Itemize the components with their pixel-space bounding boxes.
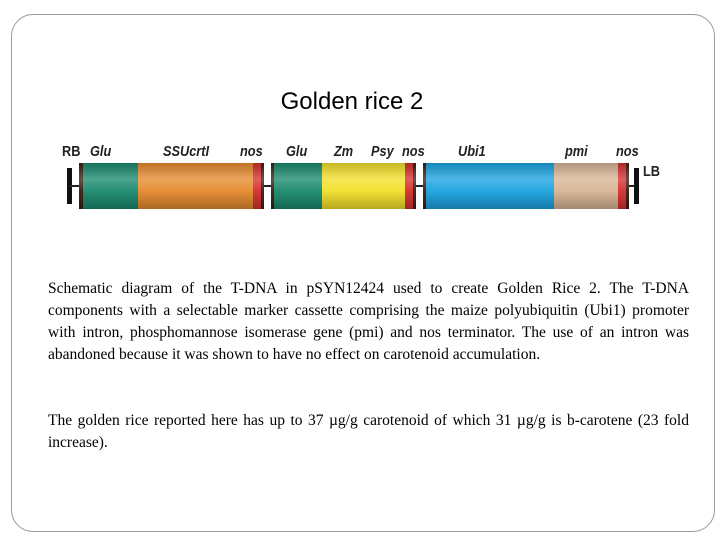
- label-ssucrtl: SSUcrtI: [163, 143, 210, 160]
- label-rb: RB: [62, 143, 81, 160]
- segment-glu-promoter-1: [83, 163, 138, 209]
- segment-nos-terminator-2: [405, 163, 413, 209]
- label-ubi1: Ubi1: [458, 143, 486, 160]
- segment-ssucrtl: [138, 163, 253, 209]
- rb-border-mark: [67, 168, 72, 204]
- label-nos-1: nos: [240, 143, 263, 160]
- cassette2-edge-right: [413, 163, 416, 209]
- carotenoid-paragraph: The golden rice reported here has up to …: [48, 412, 689, 451]
- slide-title: Golden rice 2: [280, 88, 424, 115]
- tdna-line-left: [70, 185, 80, 187]
- cassette1-edge: [79, 163, 83, 209]
- label-zm: Zm: [334, 143, 354, 160]
- segment-ubi1-promoter: [426, 163, 554, 209]
- label-nos-3: nos: [616, 143, 639, 160]
- caption-paragraph: Schematic diagram of the T-DNA in pSYN12…: [48, 280, 689, 363]
- cassette2-edge: [271, 163, 274, 209]
- segment-nos-terminator-1: [253, 163, 261, 209]
- label-nos-2: nos: [402, 143, 425, 160]
- lb-border-mark: [634, 168, 639, 204]
- label-psy: Psy: [371, 143, 394, 160]
- segment-nos-terminator-3: [618, 163, 626, 209]
- slide-frame: Golden rice 2: [11, 14, 715, 532]
- segment-pmi: [554, 163, 618, 209]
- tdna-line-1: [264, 185, 272, 187]
- cassette3-edge-right: [626, 163, 629, 209]
- cassette3-edge: [423, 163, 426, 209]
- segment-glu-promoter-2: [274, 163, 322, 209]
- segment-zm-psy: [322, 163, 405, 209]
- label-glu-2: Glu: [286, 143, 308, 160]
- label-lb: LB: [643, 163, 660, 180]
- label-pmi: pmi: [565, 143, 588, 160]
- label-glu-1: Glu: [90, 143, 112, 160]
- cassette1-edge-right: [261, 163, 264, 209]
- tdna-line-right: [629, 185, 637, 187]
- tdna-line-2: [416, 185, 424, 187]
